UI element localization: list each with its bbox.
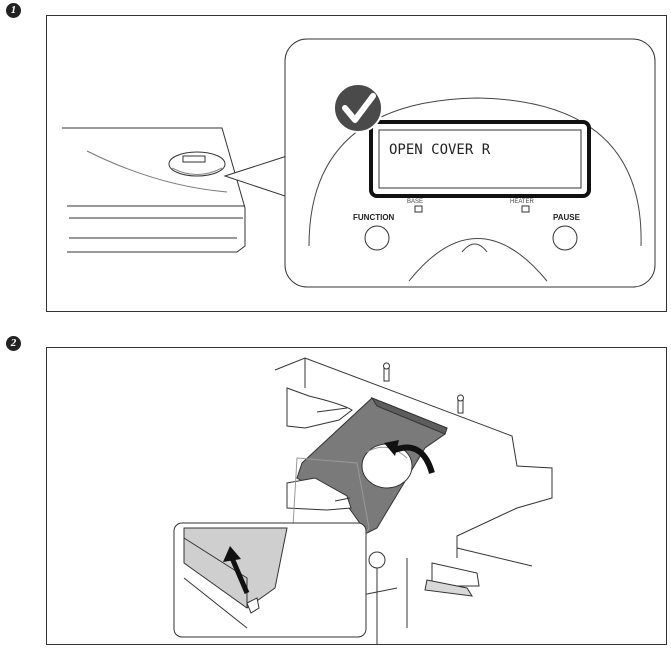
pause-button-label: PAUSE (553, 213, 581, 222)
inset-detail (173, 457, 370, 638)
cover-removal-illustration (173, 357, 553, 644)
display-message: OPEN COVER R (389, 142, 491, 158)
control-panel-zoom (284, 38, 656, 288)
step-2-illustration (46, 347, 667, 645)
printer-housing (274, 357, 553, 644)
checkmark-icon (333, 83, 383, 133)
step-number-2: 2 (6, 336, 21, 351)
printer-body (62, 127, 246, 253)
step-1-illustration: OPEN COVER R FUNCTION PAUSE BASE HEATER (46, 15, 667, 312)
heater-indicator-label: HEATER (510, 199, 535, 205)
curved-arrow-icon (384, 440, 435, 474)
printer-display-illustration: OPEN COVER R FUNCTION PAUSE BASE HEATER (62, 38, 656, 288)
hands (286, 387, 353, 511)
base-indicator-label: BASE (407, 199, 423, 205)
function-button-label: FUNCTION (353, 213, 395, 222)
step-number-1: 1 (6, 3, 21, 18)
up-arrow-icon (223, 546, 250, 594)
